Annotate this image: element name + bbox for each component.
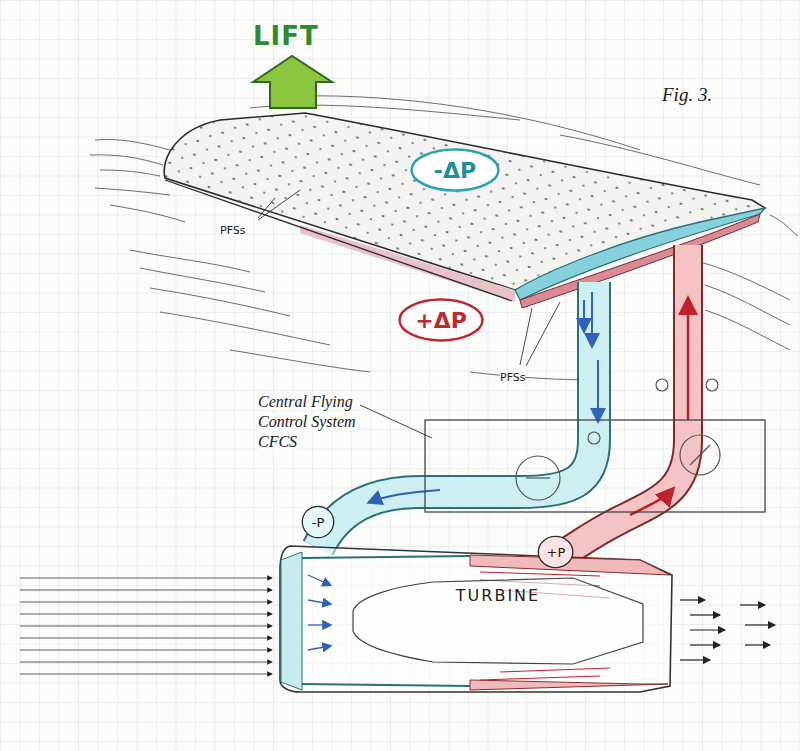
lift-label: LIFT	[253, 21, 319, 51]
pressure-circle: +P	[537, 535, 574, 569]
part-label: PFSs	[220, 224, 245, 237]
node-text: -P	[312, 515, 325, 530]
node-text: TURBINE	[456, 586, 540, 605]
part-label: PFSs	[500, 371, 525, 384]
pressure-ellipse: -ΔP	[409, 147, 501, 193]
pressure-circle: -P	[301, 505, 335, 539]
node-text: +P	[547, 545, 566, 560]
turbine-core-outline	[338, 556, 658, 684]
node-text: +ΔP	[415, 308, 467, 333]
figure-number: Fig. 3.	[662, 84, 712, 105]
system-label: Central Flying Control System CFCS	[258, 393, 356, 450]
node-text: -ΔP	[434, 158, 476, 183]
turbine-core: TURBINE	[338, 556, 658, 684]
pressure-ellipse: +ΔP	[397, 297, 485, 343]
